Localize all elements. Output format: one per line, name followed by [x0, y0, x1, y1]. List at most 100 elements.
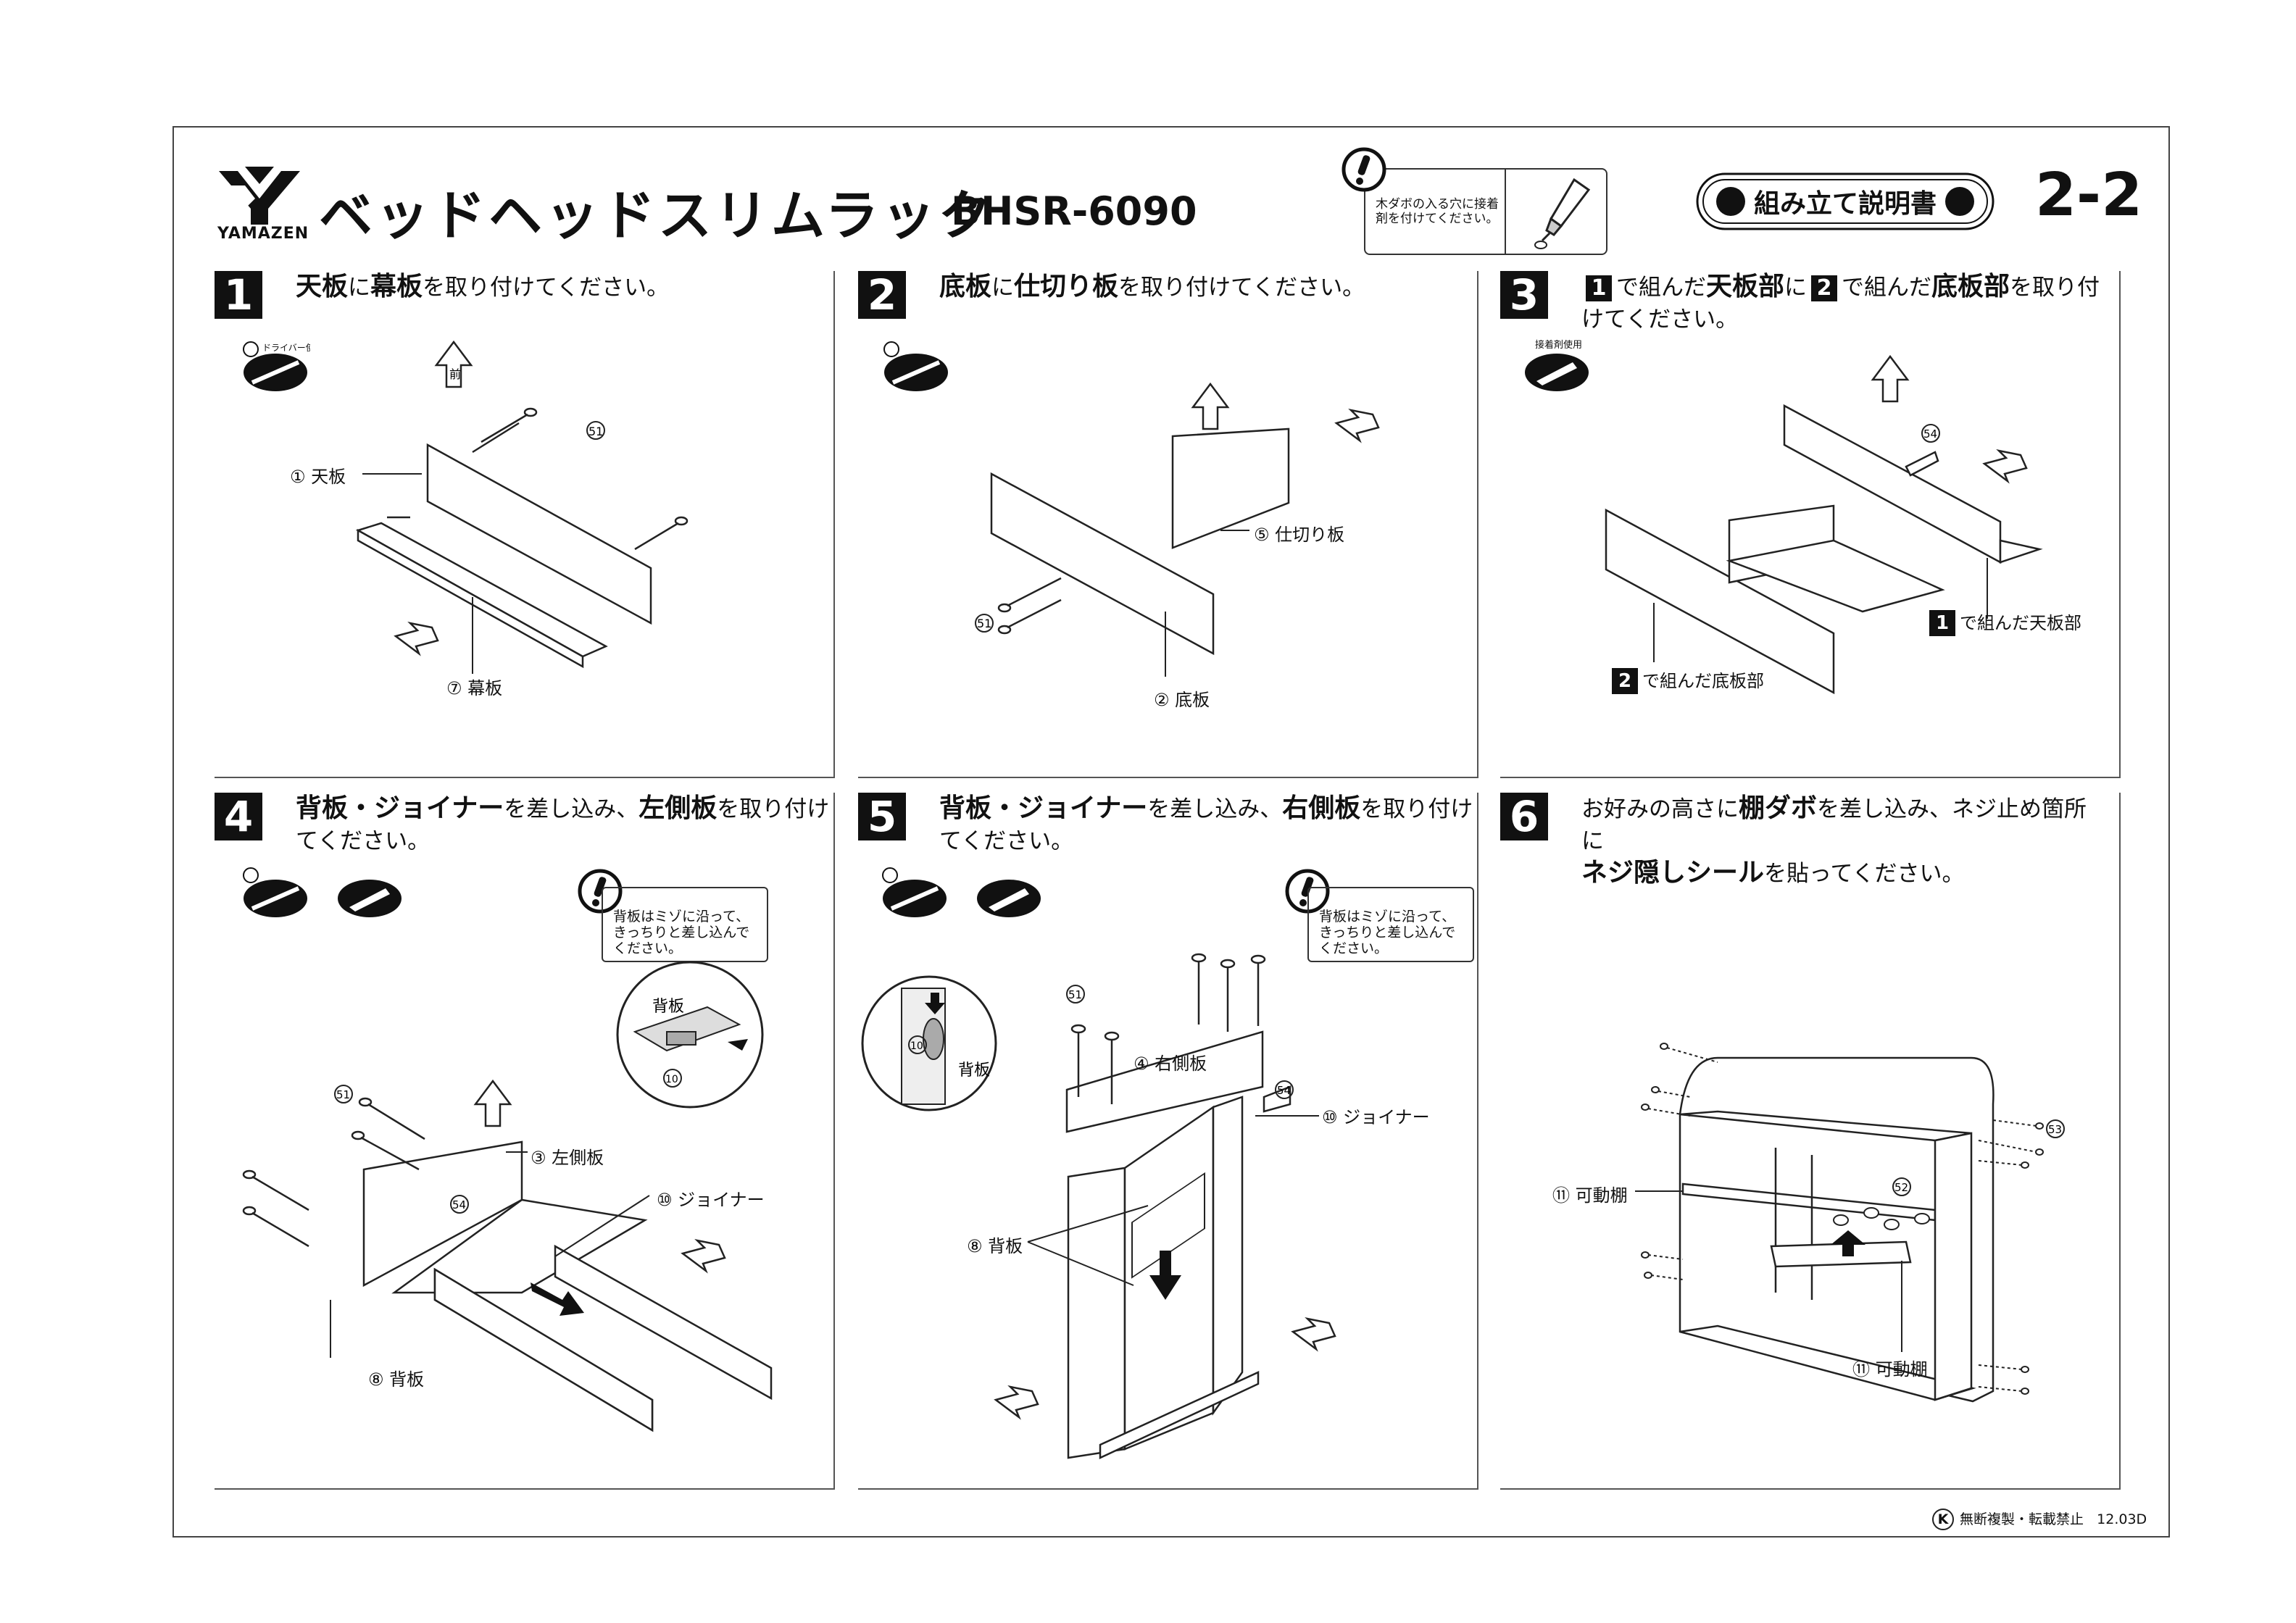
step-5-instruction: 背板・ジョイナーを差し込み、右側板を取り付けてください。 [939, 793, 1476, 857]
screw-icon [472, 407, 689, 551]
step-3-term-bottom-part: 底板部 [1931, 272, 2010, 301]
shelf-dowel-icons [1833, 1207, 1930, 1230]
step-5-term-right-side: 右側板 [1282, 793, 1361, 823]
page-frame [172, 126, 2170, 1538]
brand-name: YAMAZEN [217, 225, 309, 243]
step-3-number: 3 [1500, 271, 1548, 319]
step-3-top-part-text: で組んだ天板部 [1960, 613, 2081, 633]
step-3-top-ref: 1 [1929, 610, 1955, 636]
step-6-instruction: お好みの高さに棚ダボを差し込み、ネジ止め箇所にネジ隠しシールを貼ってください。 [1581, 793, 2103, 890]
step-6-panel: 6 お好みの高さに棚ダボを差し込み、ネジ止め箇所にネジ隠しシールを貼ってください… [1500, 793, 2121, 1490]
step-4-number: 4 [215, 793, 262, 840]
back-arrow-icon [1334, 408, 1380, 443]
push-arrow-icon [1831, 1230, 1865, 1256]
step-4-dowel-label: 54 [452, 1198, 466, 1211]
front-arrow-icon [1871, 354, 1910, 403]
glue-nozzle-icon [1905, 451, 1939, 477]
manual-badge: 組み立て説明書 [1696, 172, 1995, 230]
seal-guide-lines [1647, 1047, 2037, 1392]
driver-badge-text: ドライバー使用 [262, 342, 310, 353]
step-5-panel: 5 背板・ジョイナーを差し込み、右側板を取り付けてください。 背板はミゾに沿って… [858, 793, 1478, 1490]
step-3-illustration: 54 [1605, 354, 2043, 695]
step-1-instruction: 天板に幕板を取り付けてください。 [296, 271, 669, 304]
front-arrow-icon [994, 1385, 1039, 1420]
page-title: ベッドヘッドスリムラック [319, 185, 995, 247]
step-1-number: 1 [215, 271, 262, 319]
step-5-illustration: 10 背板 51 54 [861, 953, 1336, 1459]
step-4-left-side-label: ③ 左側板 [531, 1148, 604, 1168]
seal-icons [1641, 1043, 2044, 1395]
step-3-bottom-ref: 2 [1612, 668, 1638, 694]
copyright-notice: 無断複製・転載禁止 [1960, 1511, 2084, 1527]
driver-use-icon: ドライバー使用 [243, 341, 310, 391]
step-2-instruction: 底板に仕切り板を取り付けてください。 [939, 271, 1365, 304]
glue-note-divider [1505, 170, 1506, 254]
step-4-term-back-joiner: 背板・ジョイナー [296, 793, 504, 823]
step-3-text-2: に [1784, 275, 1808, 301]
insert-arrow-icon [1149, 1251, 1181, 1300]
step-4-instruction: 背板・ジョイナーを差し込み、左側板を取り付けてください。 [296, 793, 832, 857]
glue-badge-text: 接着剤使用 [1535, 339, 1582, 351]
page-number: 2-2 [2035, 161, 2143, 230]
step-2-term-partition: 仕切り板 [1014, 272, 1119, 301]
step-5-text-2: を取り付けてください。 [939, 796, 1473, 854]
step-3-dowel-label: 54 [1923, 427, 1937, 441]
step-5-right-side-label: ④ 右側板 [1134, 1054, 1207, 1074]
step-2-illustration: 51 [975, 382, 1380, 677]
glue-use-icon [338, 880, 402, 917]
caution-icon [1342, 147, 1386, 192]
step-2-bottom-label: ② 底板 [1154, 690, 1210, 710]
document-code: 12.03D [2097, 1511, 2147, 1527]
back-arrow-icon [681, 1238, 726, 1274]
caution-icon [578, 869, 623, 914]
step-5-number: 5 [858, 793, 906, 840]
step-4-text-2: を取り付けてください。 [296, 796, 830, 854]
step-3-ref-2: 2 [1811, 275, 1838, 301]
step-5-joiner-detail-label: 10 [910, 1040, 923, 1052]
step-1-screw-label: 51 [588, 425, 603, 438]
step-6-term-screw-seal: ネジ隠しシール [1581, 858, 1765, 888]
step-6-number: 6 [1500, 793, 1548, 840]
step-2-text-1: に [991, 275, 1015, 301]
back-arrow-icon [1291, 1317, 1336, 1352]
step-6-illustration: 53 52 [1635, 1043, 2065, 1403]
step-1-front-board-label: ⑦ 幕板 [446, 678, 503, 698]
step-4-term-left-side: 左側板 [639, 793, 718, 823]
step-1-text-2: を取り付けてください。 [423, 275, 670, 301]
step-3-ref-1: 1 [1586, 275, 1612, 301]
step-4-back-detail-label: 背板 [652, 998, 684, 1016]
glue-note-text: 木ダボの入る穴に接着剤を付けてください。 [1376, 197, 1499, 226]
step-5-text-1: を差し込み、 [1147, 796, 1283, 822]
step-4-panel: 4 背板・ジョイナーを差し込み、左側板を取り付けてください。 背板はミゾに沿って… [215, 793, 835, 1490]
glue-nozzle-icon [1263, 1085, 1292, 1113]
step-4-text-1: を差し込み、 [504, 796, 639, 822]
step-3-text-1: で組んだ [1616, 275, 1706, 301]
front-arrow-icon [1191, 382, 1230, 430]
step-1-term-top-board: 天板 [296, 272, 349, 301]
step-6-text-1: お好みの高さに [1581, 796, 1739, 822]
back-arrow-icon [1982, 448, 2028, 484]
step-6-term-shelf-dowel: 棚ダボ [1739, 793, 1818, 823]
driver-use-icon [883, 341, 948, 391]
manual-label: 組み立て説明書 [1753, 189, 1937, 219]
step-3-term-top-part: 天板部 [1706, 272, 1785, 301]
step-5-joiner-label: ⑩ ジョイナー [1322, 1107, 1430, 1127]
screw-icon [1070, 953, 1266, 1104]
step-6-shelf-dowel-label: 52 [1894, 1181, 1908, 1194]
step-4-note: 背板はミゾに沿って、きっちりと差し込んでください。 [602, 887, 768, 962]
model-number: BHSR-6090 [951, 188, 1197, 234]
front-arrow-icon [473, 1079, 512, 1127]
step-2-partition-label: ⑤ 仕切り板 [1254, 525, 1345, 545]
screw-icon [242, 1097, 425, 1248]
step-5-dowel-label: 54 [1277, 1084, 1291, 1097]
step-6-text-2: を差し込み、ネジ止め箇所に [1581, 796, 2087, 854]
step-4-illustration: 10 背板 51 54 [242, 961, 773, 1432]
front-label: 前 [449, 367, 461, 381]
step-6-seal-label: 53 [2048, 1123, 2062, 1136]
step-5-screw-label: 51 [1068, 988, 1082, 1001]
driver-use-icon [882, 867, 947, 917]
step-3-text-4: を取り付けてください。 [1581, 275, 2100, 333]
